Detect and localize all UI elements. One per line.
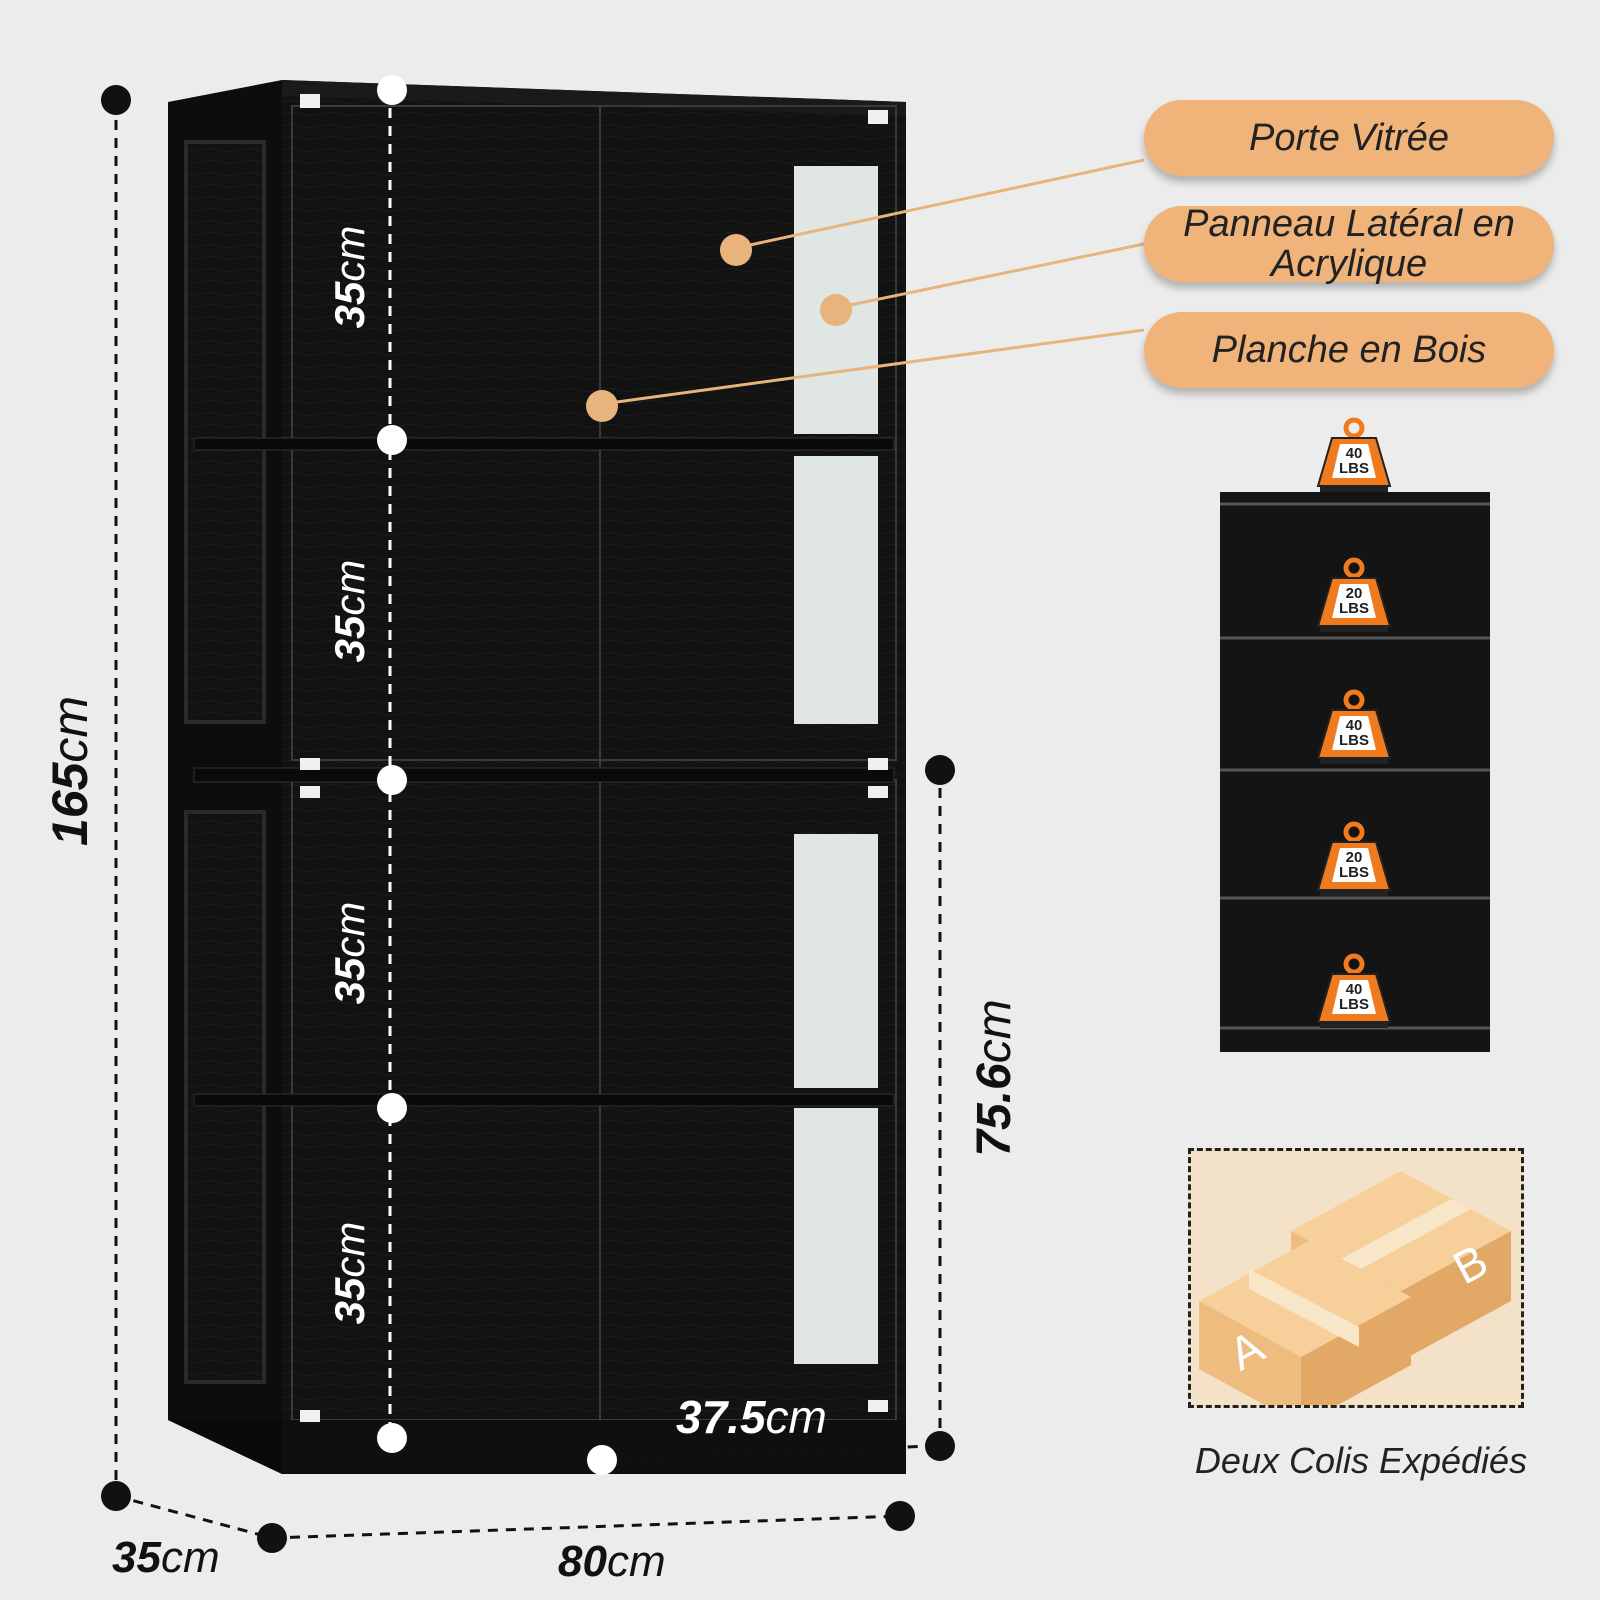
shipping-caption: Deux Colis Expédiés	[1194, 1440, 1528, 1481]
callout-lines	[601, 158, 1145, 406]
side-window-upper	[184, 140, 266, 724]
acrylic-panel-2	[794, 456, 878, 724]
middle-divider	[193, 767, 895, 783]
feature-wood-shelf: Planche en Bois	[1144, 312, 1554, 388]
lower-height-label: 75.6cm	[968, 999, 1021, 1157]
shipping-boxes-panel: A B	[1188, 1148, 1524, 1408]
door-hinges	[300, 94, 888, 1422]
inner-depth-label: 37.5cm	[676, 1391, 827, 1443]
dimension-dots	[101, 85, 955, 1553]
width-label: 80cm	[558, 1537, 666, 1586]
shelf-3	[193, 1093, 895, 1107]
weight-icon-1	[1316, 417, 1392, 492]
depth-label: 35cm	[112, 1533, 220, 1582]
shelf-height-label-4: 35cm	[326, 1221, 373, 1325]
shelf-height-label-1: 35cm	[326, 225, 373, 329]
shelf-dots	[377, 75, 617, 1475]
acrylic-panel-4	[794, 1108, 878, 1364]
shelf-height-label-3: 35cm	[326, 901, 373, 1005]
weight-icon-2	[1316, 557, 1392, 632]
acrylic-panel-3	[794, 834, 878, 1088]
weight-icons	[1316, 417, 1392, 1028]
weight-icon-5	[1316, 953, 1392, 1028]
weight-capacity-diagram	[1220, 417, 1490, 1052]
feature-acrylic-side-panel: Panneau Latéral en Acrylique	[1144, 204, 1554, 284]
total-height-label: 165cm	[42, 695, 98, 847]
shelf-height-label-2: 35cm	[326, 559, 373, 663]
boxes-illustration	[1199, 1171, 1511, 1405]
upper-glass-doors	[291, 105, 897, 761]
dimension-lines	[114, 102, 942, 1540]
feature-glass-door: Porte Vitrée	[1144, 100, 1554, 176]
box-a	[1199, 1241, 1411, 1405]
shelf-1	[193, 437, 895, 451]
weight-icon-3	[1316, 689, 1392, 764]
callout-markers	[586, 234, 852, 422]
weight-icon-4	[1316, 821, 1392, 896]
